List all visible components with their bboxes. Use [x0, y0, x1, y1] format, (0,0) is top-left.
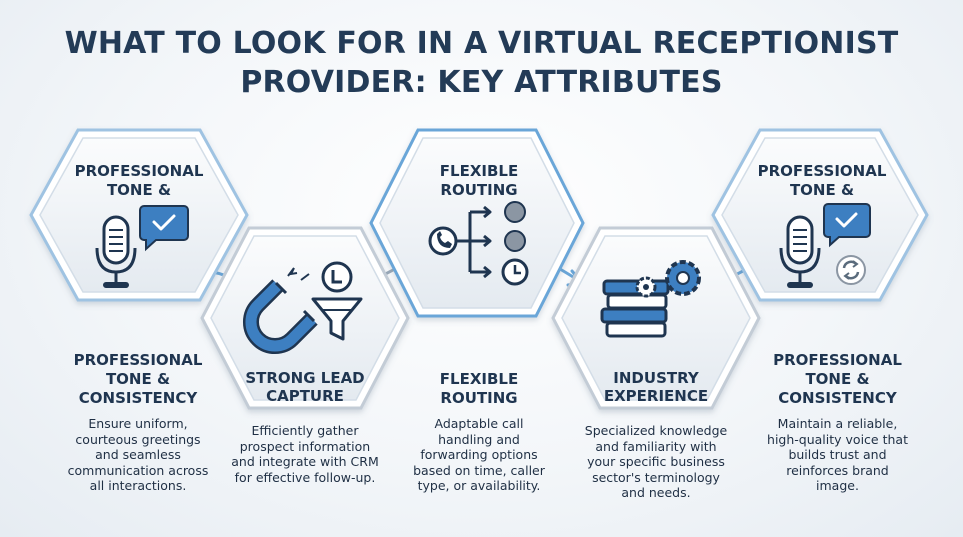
title-line-1: WHAT TO LOOK FOR IN A VIRTUAL RECEPTIONI…: [64, 26, 899, 61]
hexagon-step-4: INDUSTRY EXPERIENCE: [551, 226, 761, 410]
hexagon-step-2: STRONG LEAD CAPTURE: [200, 226, 410, 410]
step-2-description: Efficiently gather prospect information …: [231, 423, 379, 485]
step-1-text: PROFESSIONAL TONE & CONSISTENCY Ensure u…: [38, 351, 238, 494]
hex-label-2b: CAPTURE: [266, 387, 344, 405]
step-4-description: Specialized knowledge and familiarity wi…: [584, 423, 728, 500]
hexagon-step-3: FLEXIBLE ROUTING: [369, 128, 585, 318]
step-1-description: Ensure uniform, courteous greetings and …: [67, 416, 209, 493]
step-3-title: FLEXIBLE ROUTING: [439, 370, 519, 407]
title-line-2: PROVIDER: KEY ATTRIBUTES: [240, 65, 723, 100]
step-5-title: PROFESSIONAL TONE & CONSISTENCY: [773, 351, 902, 407]
hexagon-step-5: PROFESSIONAL TONE &: [711, 128, 929, 302]
chat-check-icon: [139, 205, 189, 252]
hexagon-step-1: PROFESSIONAL TONE &: [29, 128, 249, 302]
microphone-icon: [779, 215, 821, 288]
step-4-text: Specialized knowledge and familiarity wi…: [561, 423, 751, 501]
phone-routing-icon: [428, 201, 529, 286]
hex-label-2a: STRONG LEAD: [245, 369, 364, 387]
step-2-text: Efficiently gather prospect information …: [215, 423, 395, 485]
chat-check-icon: [823, 203, 871, 248]
hex-label-3a: FLEXIBLE: [440, 162, 518, 180]
hex-label-5b: TONE &: [790, 181, 854, 199]
hex-label-1b: TONE &: [107, 181, 171, 199]
hex-label-5a: PROFESSIONAL: [758, 162, 887, 180]
funnel-lead-icon: [311, 261, 363, 341]
hex-label-3b: ROUTING: [440, 181, 517, 199]
magnet-icon: [242, 267, 318, 355]
step-1-title: PROFESSIONAL TONE & CONSISTENCY: [73, 351, 203, 407]
hex-label-4a: INDUSTRY: [613, 369, 700, 387]
books-icon: [600, 279, 670, 338]
gears-icon: [635, 260, 701, 298]
microphone-icon: [95, 215, 137, 288]
refresh-icon: [836, 255, 866, 285]
step-3-description: Adaptable call handling and forwarding o…: [413, 416, 545, 493]
hex-label-1a: PROFESSIONAL: [75, 162, 204, 180]
page-title: WHAT TO LOOK FOR IN A VIRTUAL RECEPTIONI…: [0, 24, 963, 102]
hex-label-4b: EXPERIENCE: [604, 387, 708, 405]
step-3-text: FLEXIBLE ROUTING Adaptable call handling…: [389, 370, 569, 494]
step-5-text: PROFESSIONAL TONE & CONSISTENCY Maintain…: [735, 351, 940, 494]
step-5-description: Maintain a reliable, high-quality voice …: [767, 416, 908, 493]
